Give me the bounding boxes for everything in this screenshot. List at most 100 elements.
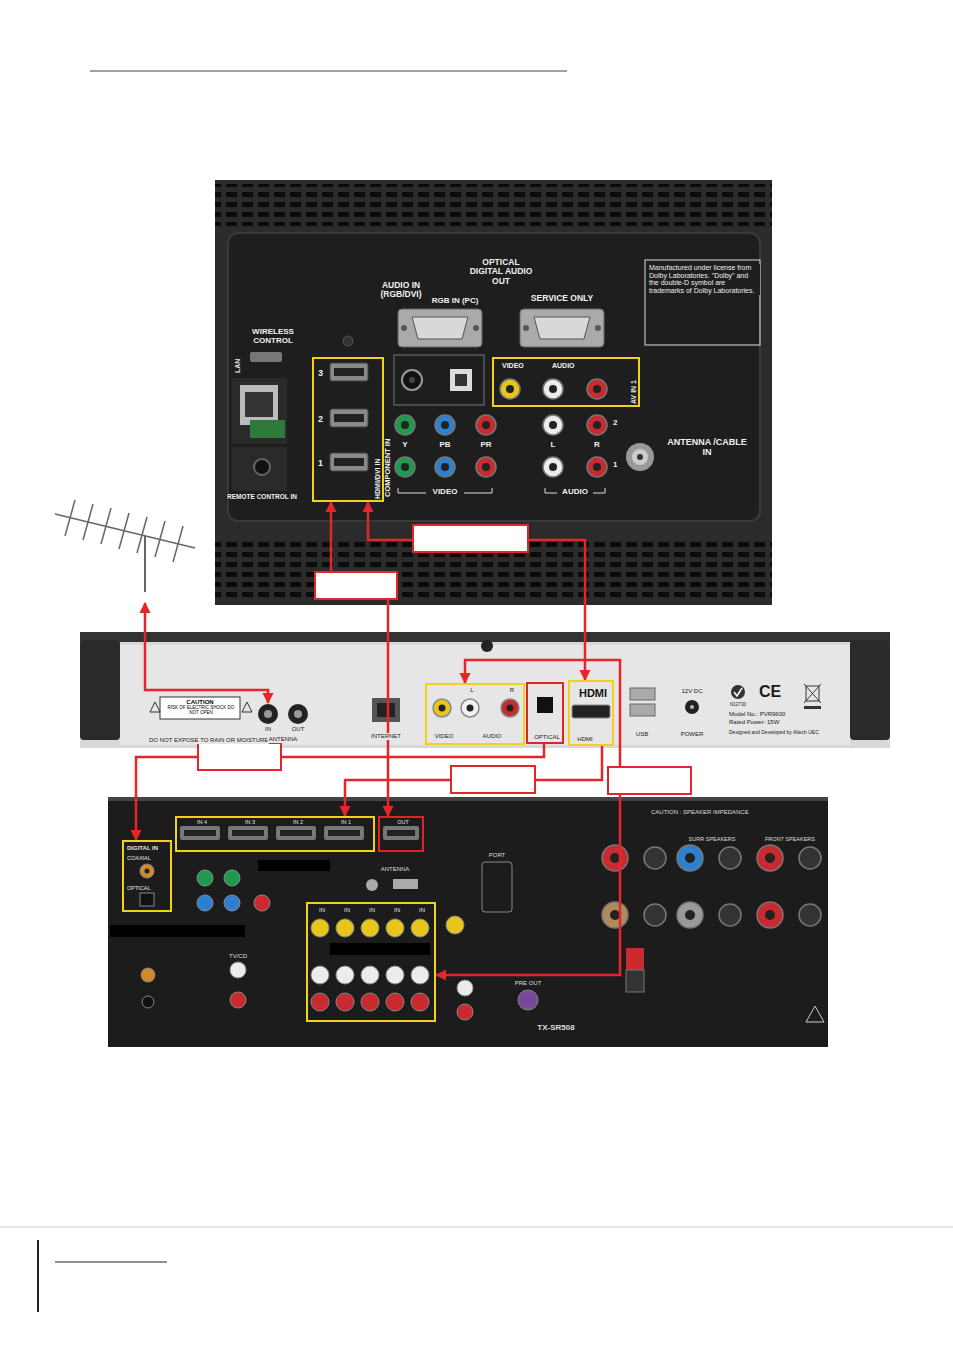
pvr-back-panel-part-part [461, 699, 479, 717]
port-label: HDMI [579, 688, 607, 699]
connection-arrow [136, 744, 544, 840]
tv-back-panel [215, 180, 772, 605]
receiver-back-panel-part-part [311, 919, 329, 937]
tv-back-panel-part-part [500, 379, 520, 399]
receiver-back-panel-part [626, 948, 644, 970]
notice-text: Manufactured under license from Dolby La… [648, 264, 760, 295]
port-label: R [510, 687, 514, 693]
port-label: IN [419, 907, 425, 913]
port-label: AUDIO [482, 733, 501, 739]
receiver-back-panel-part [232, 830, 264, 836]
page-rules [0, 71, 953, 1312]
tv-back-panel-part-part [476, 415, 496, 435]
port-label: R [593, 441, 601, 450]
pvr-back-panel-part-part [433, 699, 451, 717]
receiver-back-panel-part [383, 826, 419, 840]
callout-boxes-part [413, 525, 528, 552]
receiver-back-panel-part [328, 830, 360, 836]
port-label: IN [264, 726, 272, 733]
port-label: HDMI [577, 736, 592, 742]
tv-back-panel-part-part [401, 463, 409, 471]
tv-back-panel-part [334, 368, 364, 376]
pvr-back-panel-part [481, 640, 493, 652]
tv-back-panel-part [402, 370, 422, 390]
tv-back-panel-part-part [593, 463, 601, 471]
receiver-back-panel-part-part [446, 916, 464, 934]
connection-arrow [368, 502, 585, 680]
receiver-back-panel-part-part [361, 993, 379, 1011]
callout-boxes-part [315, 572, 397, 599]
receiver-back-panel-part-part [765, 853, 775, 863]
antenna-icon-part [119, 513, 129, 549]
receiver-back-panel-part-part [757, 902, 783, 928]
tv-back-panel-part-part [435, 415, 455, 435]
tv-back-panel-part-part [593, 421, 601, 429]
pvr-back-panel-part [804, 706, 821, 709]
receiver-back-panel-part [602, 845, 821, 928]
port-label: IN [319, 907, 325, 913]
port-label: IN 1 [341, 820, 351, 826]
model-name: TX-SR508 [536, 1024, 575, 1033]
tv-back-panel-part [450, 369, 472, 391]
receiver-back-panel-part [140, 864, 154, 878]
tv-back-panel-part [394, 355, 484, 405]
receiver-back-panel-part [366, 879, 378, 891]
pvr-back-panel-part [630, 704, 655, 716]
port-label: IN [344, 907, 350, 913]
receiver-back-panel-part-part [677, 902, 703, 928]
tv-back-panel-part [232, 378, 287, 444]
tv-back-panel-part-part [549, 463, 557, 471]
tv-back-panel-part [534, 317, 590, 339]
port-label: 3 [318, 369, 323, 378]
pvr-back-panel-part [804, 684, 821, 703]
port-label: PORT [488, 852, 507, 859]
group-label: VIDEO [432, 488, 459, 497]
optical-output: OPTICAL [526, 682, 564, 744]
antenna-icon-part [65, 500, 75, 536]
receiver-back-panel-part-part [685, 853, 695, 863]
receiver-back-panel-part-part [677, 845, 703, 871]
tv-back-panel-part [330, 453, 368, 471]
receiver-back-panel-part-part [799, 904, 821, 926]
tv-back-panel-part [473, 325, 479, 331]
receiver-back-panel-part-part [224, 895, 240, 911]
connectors [136, 502, 620, 975]
receiver-back-panel-part-part [602, 902, 628, 928]
tv-back-panel-part [412, 317, 468, 339]
receiver-back-panel-part-part [799, 847, 821, 869]
pvr-back-panel-part [160, 697, 240, 719]
tv-back-panel-part-part [549, 385, 557, 393]
tv-back-panel-part-part [482, 421, 490, 429]
port-label: AUDIO IN (RGB/DVI) [371, 281, 431, 300]
hdmi-input-group: 321HDMI/DVI IN [312, 357, 384, 502]
receiver-back-panel-part [626, 970, 644, 992]
tv-back-panel-part-part [587, 379, 607, 399]
receiver-back-panel-part-part [719, 904, 741, 926]
port-label: WIRELESS CONTROL [243, 328, 303, 346]
port-label: OPTICAL DIGITAL AUDIO OUT [467, 258, 535, 286]
pvr-back-panel-part [433, 699, 519, 717]
receiver-back-panel-part-part [457, 1004, 473, 1020]
receiver-back-panel-part-part [757, 845, 783, 871]
callout-boxes-part [451, 766, 535, 793]
port-label: 12V DC [680, 688, 703, 695]
pvr-back-panel-part [258, 704, 278, 724]
pvr-back-panel-part [439, 705, 446, 712]
port-label: OPTICAL [534, 734, 560, 740]
pvr-back-panel-part [467, 705, 474, 712]
page-rules-part [90, 71, 567, 72]
port-label: USB [635, 731, 649, 738]
tv-back-panel-part-part [593, 385, 601, 393]
receiver-back-panel-part [610, 853, 775, 920]
antenna-cable [145, 603, 268, 703]
port-label: Y [401, 441, 408, 450]
hdmi-output: HDMI HDMI [568, 680, 614, 746]
receiver-back-panel-part [141, 870, 270, 1008]
tv-back-panel-part [215, 184, 772, 226]
group-label: AUDIO [561, 488, 589, 497]
receiver-back-panel-part [145, 869, 150, 874]
pvr-back-panel-part [850, 640, 890, 740]
